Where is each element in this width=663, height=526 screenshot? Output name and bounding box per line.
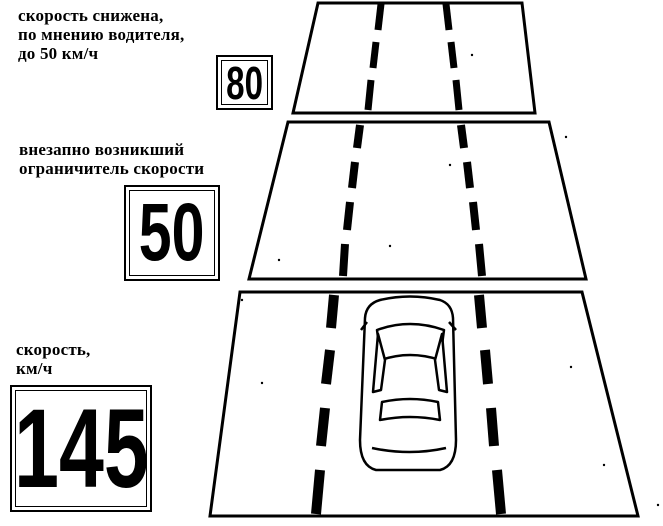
road-segment-middle (247, 120, 588, 281)
lane-dashes-middle (339, 124, 486, 277)
sign-value: 80 (226, 56, 263, 109)
sign-value: 145 (13, 385, 149, 511)
lane-dashes-near (311, 294, 506, 515)
lane-dashes-far (364, 3, 463, 111)
caption-sudden-limiter: внезапно возникший ограничитель скорости (19, 140, 205, 178)
speed-sign-145: 145 (10, 385, 152, 512)
car-top-view-icon (358, 295, 458, 472)
speed-sign-50: 50 (124, 185, 220, 281)
sign-inner-border (129, 190, 215, 276)
caption-perceived-speed: скорость снижена, по мнению водителя, до… (18, 6, 185, 63)
sign-inner-border (15, 390, 147, 507)
road-specks (240, 53, 660, 507)
caption-speed-kmh: скорость, км/ч (16, 340, 91, 378)
sign-value: 50 (139, 187, 205, 278)
road-segment-far (291, 1, 537, 115)
speed-sign-80: 80 (216, 55, 273, 110)
sign-inner-border (221, 60, 268, 105)
